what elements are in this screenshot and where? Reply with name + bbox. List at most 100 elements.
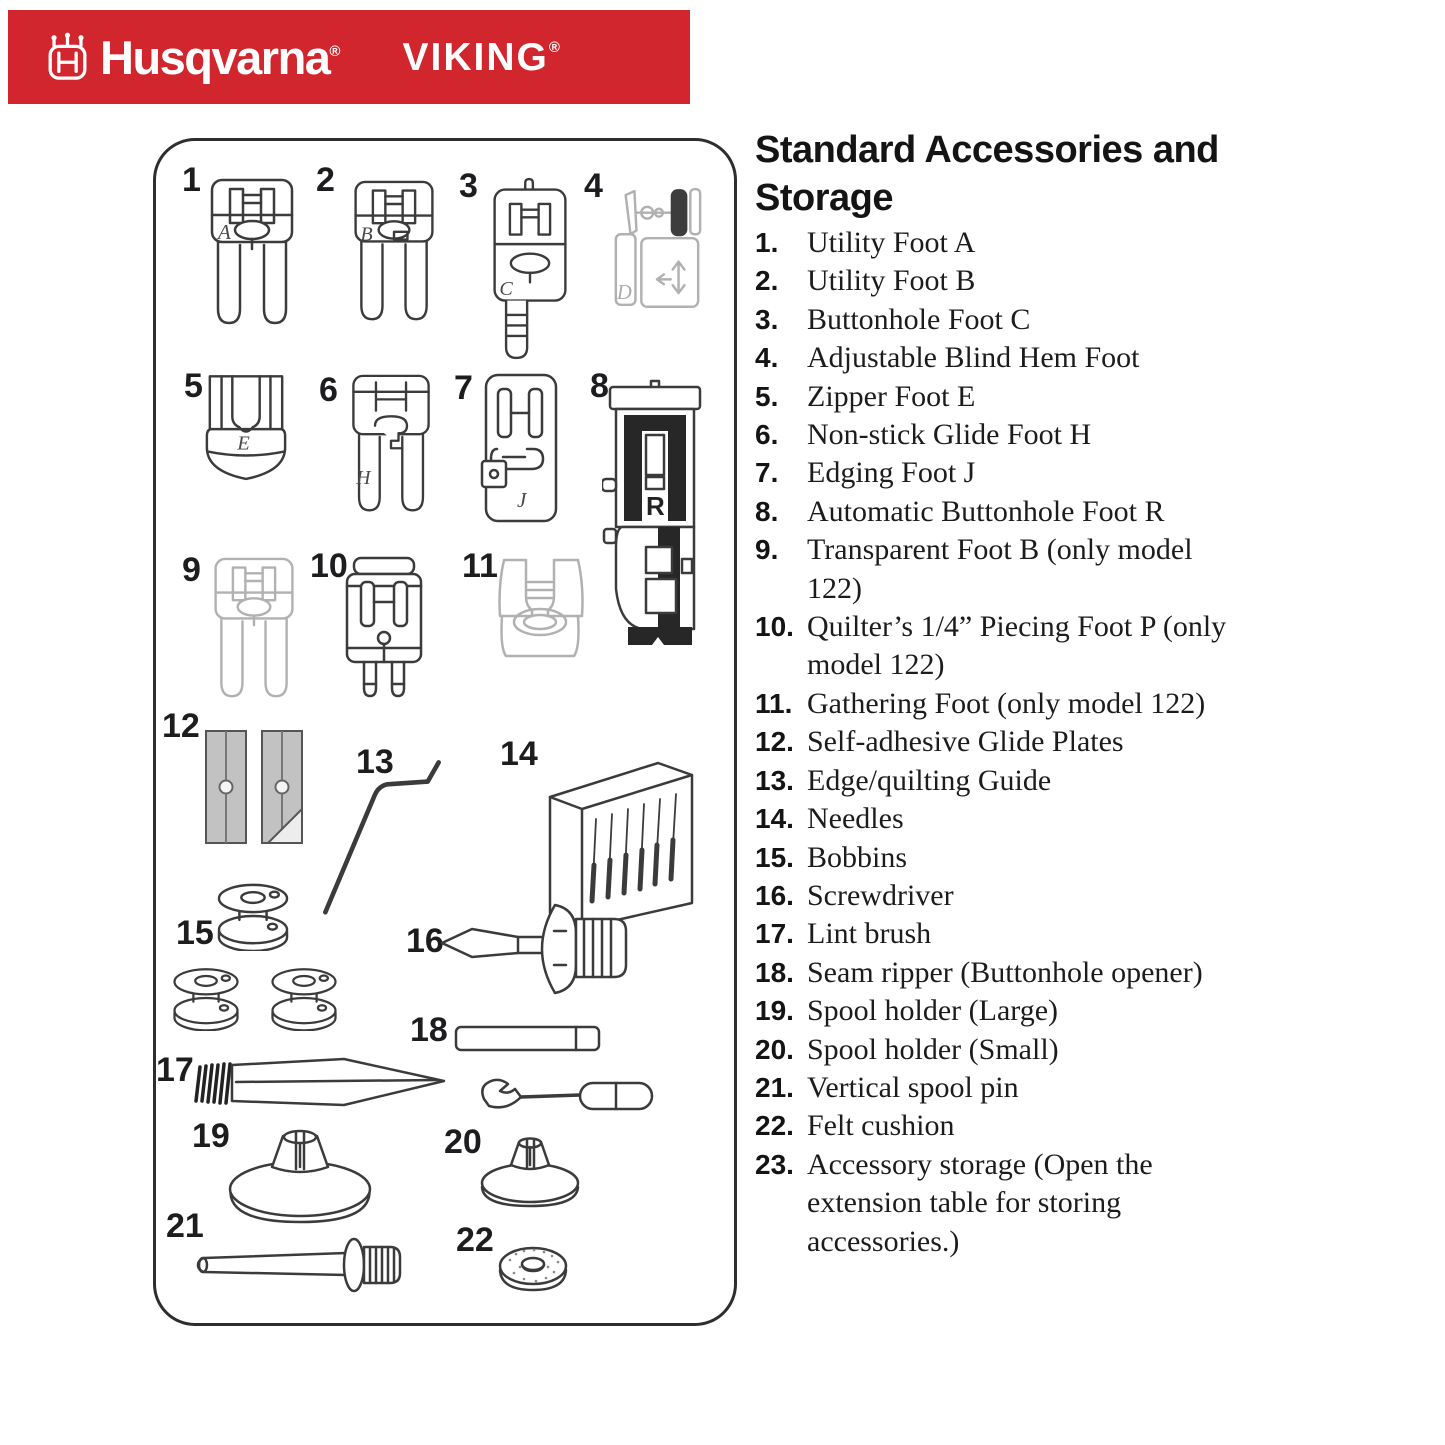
bobbin-drawing	[217, 883, 289, 951]
list-item-number: 19.	[755, 995, 794, 1027]
list-item-text: Accessory storage (Open the extension ta…	[807, 1147, 1153, 1258]
spool-holder-small-drawing	[480, 1137, 580, 1208]
list-item: 22.Felt cushion	[755, 1107, 1435, 1145]
list-item: 15. Bobbins	[755, 839, 1435, 877]
adjustable-blind-hem-foot-drawing: D	[614, 187, 702, 309]
list-item: 2.Utility Foot B	[755, 262, 1435, 300]
accessories-text-column: Standard Accessories and Storage 1. Utili…	[755, 126, 1435, 1261]
list-item-text: Bobbins	[807, 840, 908, 874]
viking-wordmark: VIKING®	[402, 38, 559, 77]
diagram-number-1: 1	[182, 161, 201, 199]
list-item-text: Non-stick Glide Foot H	[807, 418, 1092, 452]
list-item-text: Edge/quilting Guide	[807, 763, 1052, 797]
page-title: Standard Accessories and Storage	[755, 129, 1219, 219]
list-item-number: 10.	[755, 611, 794, 643]
list-item-number: 18.	[755, 956, 794, 988]
diagram-number-14: 14	[500, 735, 538, 773]
viking-text: VIKING	[402, 35, 549, 79]
list-item-number: 23.	[755, 1148, 794, 1180]
list-item-text: Automatic Buttonhole Foot R	[807, 494, 1165, 528]
list-item-number: 9.	[755, 534, 779, 566]
diagram-number-2: 2	[316, 161, 335, 199]
list-item: 12. Self-adhesive Glide Plates	[755, 723, 1435, 761]
list-item: 1. Utility Foot A	[755, 224, 1435, 262]
diagram-number-6: 6	[319, 371, 338, 409]
accessories-list: 1. Utility Foot A 2.Utility Foot B 3.Butt…	[755, 224, 1435, 1261]
list-item-number: 6.	[755, 419, 779, 451]
list-item-number: 1.	[755, 227, 779, 258]
diagram-number-9: 9	[182, 551, 201, 589]
foot-letter-e: E	[236, 433, 250, 455]
gathering-foot-drawing	[498, 558, 584, 658]
list-item: 3.Buttonhole Foot C	[755, 301, 1435, 339]
list-item-text: Felt cushion	[807, 1109, 955, 1143]
list-item-number: 14.	[755, 803, 794, 835]
list-item-number: 7.	[755, 457, 779, 489]
spool-holder-large-drawing	[228, 1129, 372, 1224]
list-item: 18. Seam ripper (Buttonhole opener)	[755, 954, 1435, 992]
foot-letter-j: J	[517, 488, 528, 512]
bobbin-drawing	[271, 968, 337, 1031]
list-item: 5.Zipper Foot E	[755, 378, 1435, 416]
transparent-foot-b-drawing	[214, 557, 294, 698]
list-item-text: Buttonhole Foot C	[807, 302, 1031, 336]
diagram-number-22: 22	[456, 1221, 494, 1259]
diagram-number-19: 19	[192, 1117, 230, 1155]
list-item: 16. Screwdriver	[755, 877, 1435, 915]
diagram-number-15: 15	[176, 914, 214, 952]
diagram-number-11: 11	[462, 547, 498, 585]
foot-letter-d: D	[616, 282, 632, 304]
list-item-number: 20.	[755, 1033, 794, 1065]
seam-ripper-drawing	[481, 1078, 654, 1111]
edge-quilting-guide-drawing	[323, 760, 441, 915]
diagram-number-21: 21	[166, 1207, 204, 1245]
list-item: 8. Automatic Buttonhole Foot R	[755, 493, 1435, 531]
diagram-number-5: 5	[184, 367, 203, 405]
list-item: 10.Quilter’s 1/4” Piecing Foot P (only m…	[755, 608, 1435, 685]
list-item-number: 16.	[755, 879, 794, 911]
list-item: 11. Gathering Foot (only model 122)	[755, 685, 1435, 723]
list-item-text: Gathering Foot (only model 122)	[807, 686, 1206, 720]
accessories-diagram: 1 2 3 4 5 6 7 8 9 10 11 12 13 14 15 16 1…	[153, 138, 737, 1326]
list-item-text: Transparent Foot B (only model 122)	[807, 533, 1193, 605]
list-item-text: Lint brush	[807, 917, 932, 951]
list-item: 21.Vertical spool pin	[755, 1069, 1435, 1107]
list-item-text: Screwdriver	[807, 878, 954, 912]
brand-banner: Husqvarna® VIKING®	[8, 10, 690, 104]
foot-letter-b: B	[360, 223, 372, 245]
list-item-number: 8.	[755, 495, 779, 527]
list-item-text: Utility Foot B	[807, 264, 976, 298]
diagram-number-17: 17	[156, 1051, 194, 1089]
list-item-number: 12.	[755, 726, 794, 758]
diagram-number-7: 7	[454, 369, 473, 407]
list-item-number: 13.	[755, 764, 794, 796]
foot-letter-h: H	[355, 467, 372, 489]
list-item: 14.Needles	[755, 800, 1435, 838]
diagram-number-13: 13	[356, 743, 394, 781]
list-item-text: Vertical spool pin	[807, 1070, 1019, 1104]
diagram-number-10: 10	[310, 547, 348, 585]
utility-foot-a-drawing: A	[210, 178, 294, 325]
husqvarna-wordmark: Husqvarna®	[100, 34, 340, 81]
diagram-number-18: 18	[410, 1011, 448, 1049]
list-item: 19.Spool holder (Large)	[755, 992, 1435, 1030]
foot-letter-c: C	[499, 278, 513, 300]
list-item: 20.Spool holder (Small)	[755, 1031, 1435, 1069]
list-item-number: 11.	[755, 687, 793, 719]
list-item: 13. Edge/quilting Guide	[755, 762, 1435, 800]
automatic-buttonhole-foot-r-drawing: R	[602, 379, 702, 645]
felt-cushion-drawing	[498, 1246, 568, 1292]
husqvarna-text: Husqvarna	[100, 30, 331, 84]
buttonhole-foot-c-drawing: C	[493, 177, 567, 360]
glide-foot-h-drawing: H	[352, 374, 430, 512]
foot-letter-r: R	[646, 491, 665, 521]
diagram-number-8: 8	[590, 367, 609, 405]
list-item-text: Self-adhesive Glide Plates	[807, 725, 1124, 759]
list-item-text: Utility Foot A	[807, 226, 976, 259]
list-item-text: Seam ripper (Buttonhole opener)	[807, 955, 1203, 989]
list-item-number: 17.	[755, 918, 794, 950]
list-item-text: Adjustable Blind Hem Foot	[807, 341, 1140, 375]
diagram-number-4: 4	[584, 167, 603, 205]
zipper-foot-e-drawing: E	[205, 375, 287, 481]
list-item-number: 15.	[755, 841, 794, 873]
